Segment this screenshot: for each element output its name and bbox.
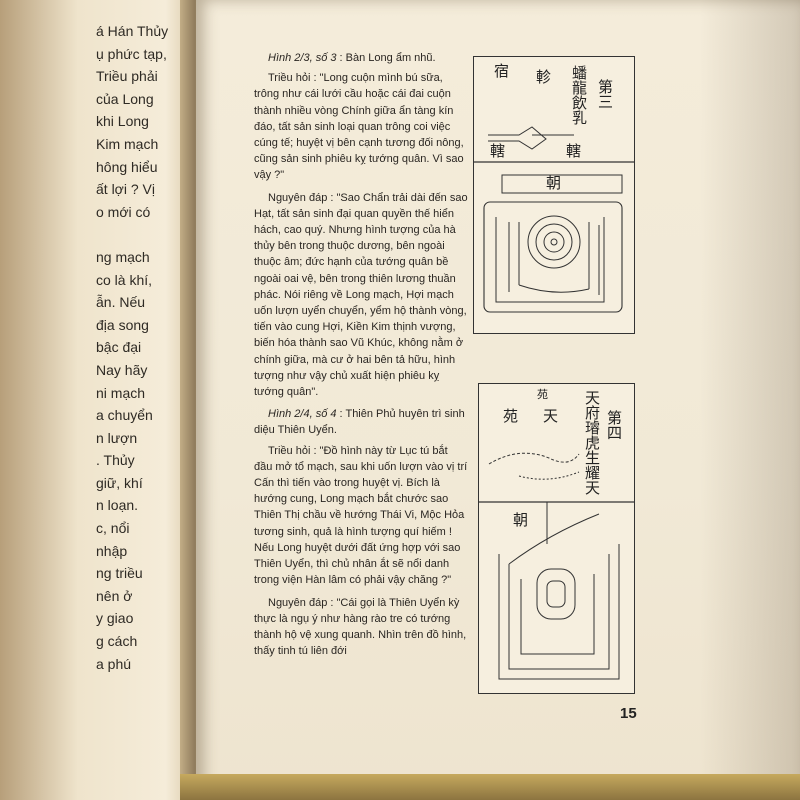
paragraph-trieu-question-2: Triều hỏi : "Đồ hình này từ Lục tú bắt đ… [254, 444, 468, 587]
fig1-top-right-char: 軫 [536, 68, 552, 86]
left-page-line: n loạn. [96, 497, 139, 514]
figure-ban-long: 宿 軫 蟠龍飲乳 第三 轄 轄 朝 [473, 56, 635, 334]
fig1-mid-left-char: 轄 [490, 142, 506, 160]
page-shadow [700, 0, 800, 800]
figure-1-drawing [474, 126, 634, 313]
figure-thien-phu: 苑 苑 天 天府璿虎生耀天 第四 朝 [478, 383, 635, 694]
paragraph-nguyen-answer-2: Nguyên đáp : "Cái gọi là Thiên Uyển kỳ t… [254, 596, 467, 658]
left-page-line: a phú [96, 655, 132, 672]
figure-2-drawing [479, 452, 634, 680]
fig2-chao-char: 朝 [513, 511, 529, 529]
paragraph-trieu-question-1: Triều hỏi : "Long cuộn mình bú sữa, trôn… [254, 72, 464, 182]
left-page-line: c, nổi [96, 520, 130, 537]
left-page-line: Triều phải [96, 68, 158, 85]
left-page-line: ất lợi ? Vị [96, 181, 155, 198]
left-page-line: a chuyển [96, 407, 153, 424]
left-page-line: y giao [96, 610, 134, 627]
fig2-left-char-1: 苑 [503, 407, 519, 425]
left-page-line: á Hán Thủy [96, 23, 169, 39]
fig1-chao-char: 朝 [546, 174, 562, 192]
left-page-line: địa song [96, 316, 149, 333]
left-page-line: o mới có [96, 203, 151, 220]
left-page-line: Nay hãy [96, 361, 148, 378]
left-page-line: giữ, khí [96, 474, 143, 491]
left-page-line: nên ở [96, 587, 133, 604]
left-page-text: á Hán Thủy ụ phức tạp, Triều phải của Long k… [96, 20, 206, 675]
body-text-column: Hình 2/3, số 3 : Bàn Long ẩm nhũ. Triều … [254, 50, 469, 665]
left-page-line: bậc đại [96, 339, 142, 356]
left-page-line: ng mạch [96, 248, 150, 265]
fig1-mid-right-char: 轄 [566, 142, 582, 160]
left-page-line: Kim mạch [96, 135, 159, 152]
book-bottom-edge [180, 774, 800, 800]
left-page-line: ụ phức tạp, [96, 45, 167, 62]
fig1-title: 第三 [596, 79, 614, 109]
fig1-top-left-char: 宿 [494, 62, 510, 80]
left-page-line: g cách [96, 633, 138, 650]
left-page-line: ni mạch [96, 384, 146, 401]
left-page-line: khi Long [96, 113, 149, 130]
figure-3-reference: Hình 2/3, số 3 : Bàn Long ẩm nhũ. [268, 52, 436, 64]
fig2-top-char: 苑 [537, 388, 548, 401]
page-number: 15 [620, 705, 637, 722]
left-page-line: của Long [96, 90, 154, 107]
left-page-line: ng triều [96, 565, 143, 582]
left-page-line: co là khí, [96, 271, 153, 288]
left-page: á Hán Thủy ụ phức tạp, Triều phải của Long k… [0, 0, 195, 800]
left-page-line: hông hiểu [96, 158, 158, 175]
figure-4-reference: Hình 2/4, số 4 : Thiên Phủ huyên trì sin… [254, 408, 465, 437]
fig2-title: 第四 [605, 410, 623, 440]
left-page-line: nhập [96, 542, 128, 559]
left-page-line: ẫn. Nếu [96, 294, 146, 311]
fig1-subtitle: 蟠龍飲乳 [570, 65, 588, 125]
paragraph-nguyen-answer-1: Nguyên đáp : "Sao Chẩn trải dài đến sao … [254, 191, 468, 399]
fig2-left-char-2: 天 [543, 407, 559, 425]
left-page-line: . Thủy [96, 452, 135, 469]
left-page-line: n lượn [96, 429, 138, 446]
fig2-subtitle: 天府璿虎生耀天 [583, 390, 601, 495]
